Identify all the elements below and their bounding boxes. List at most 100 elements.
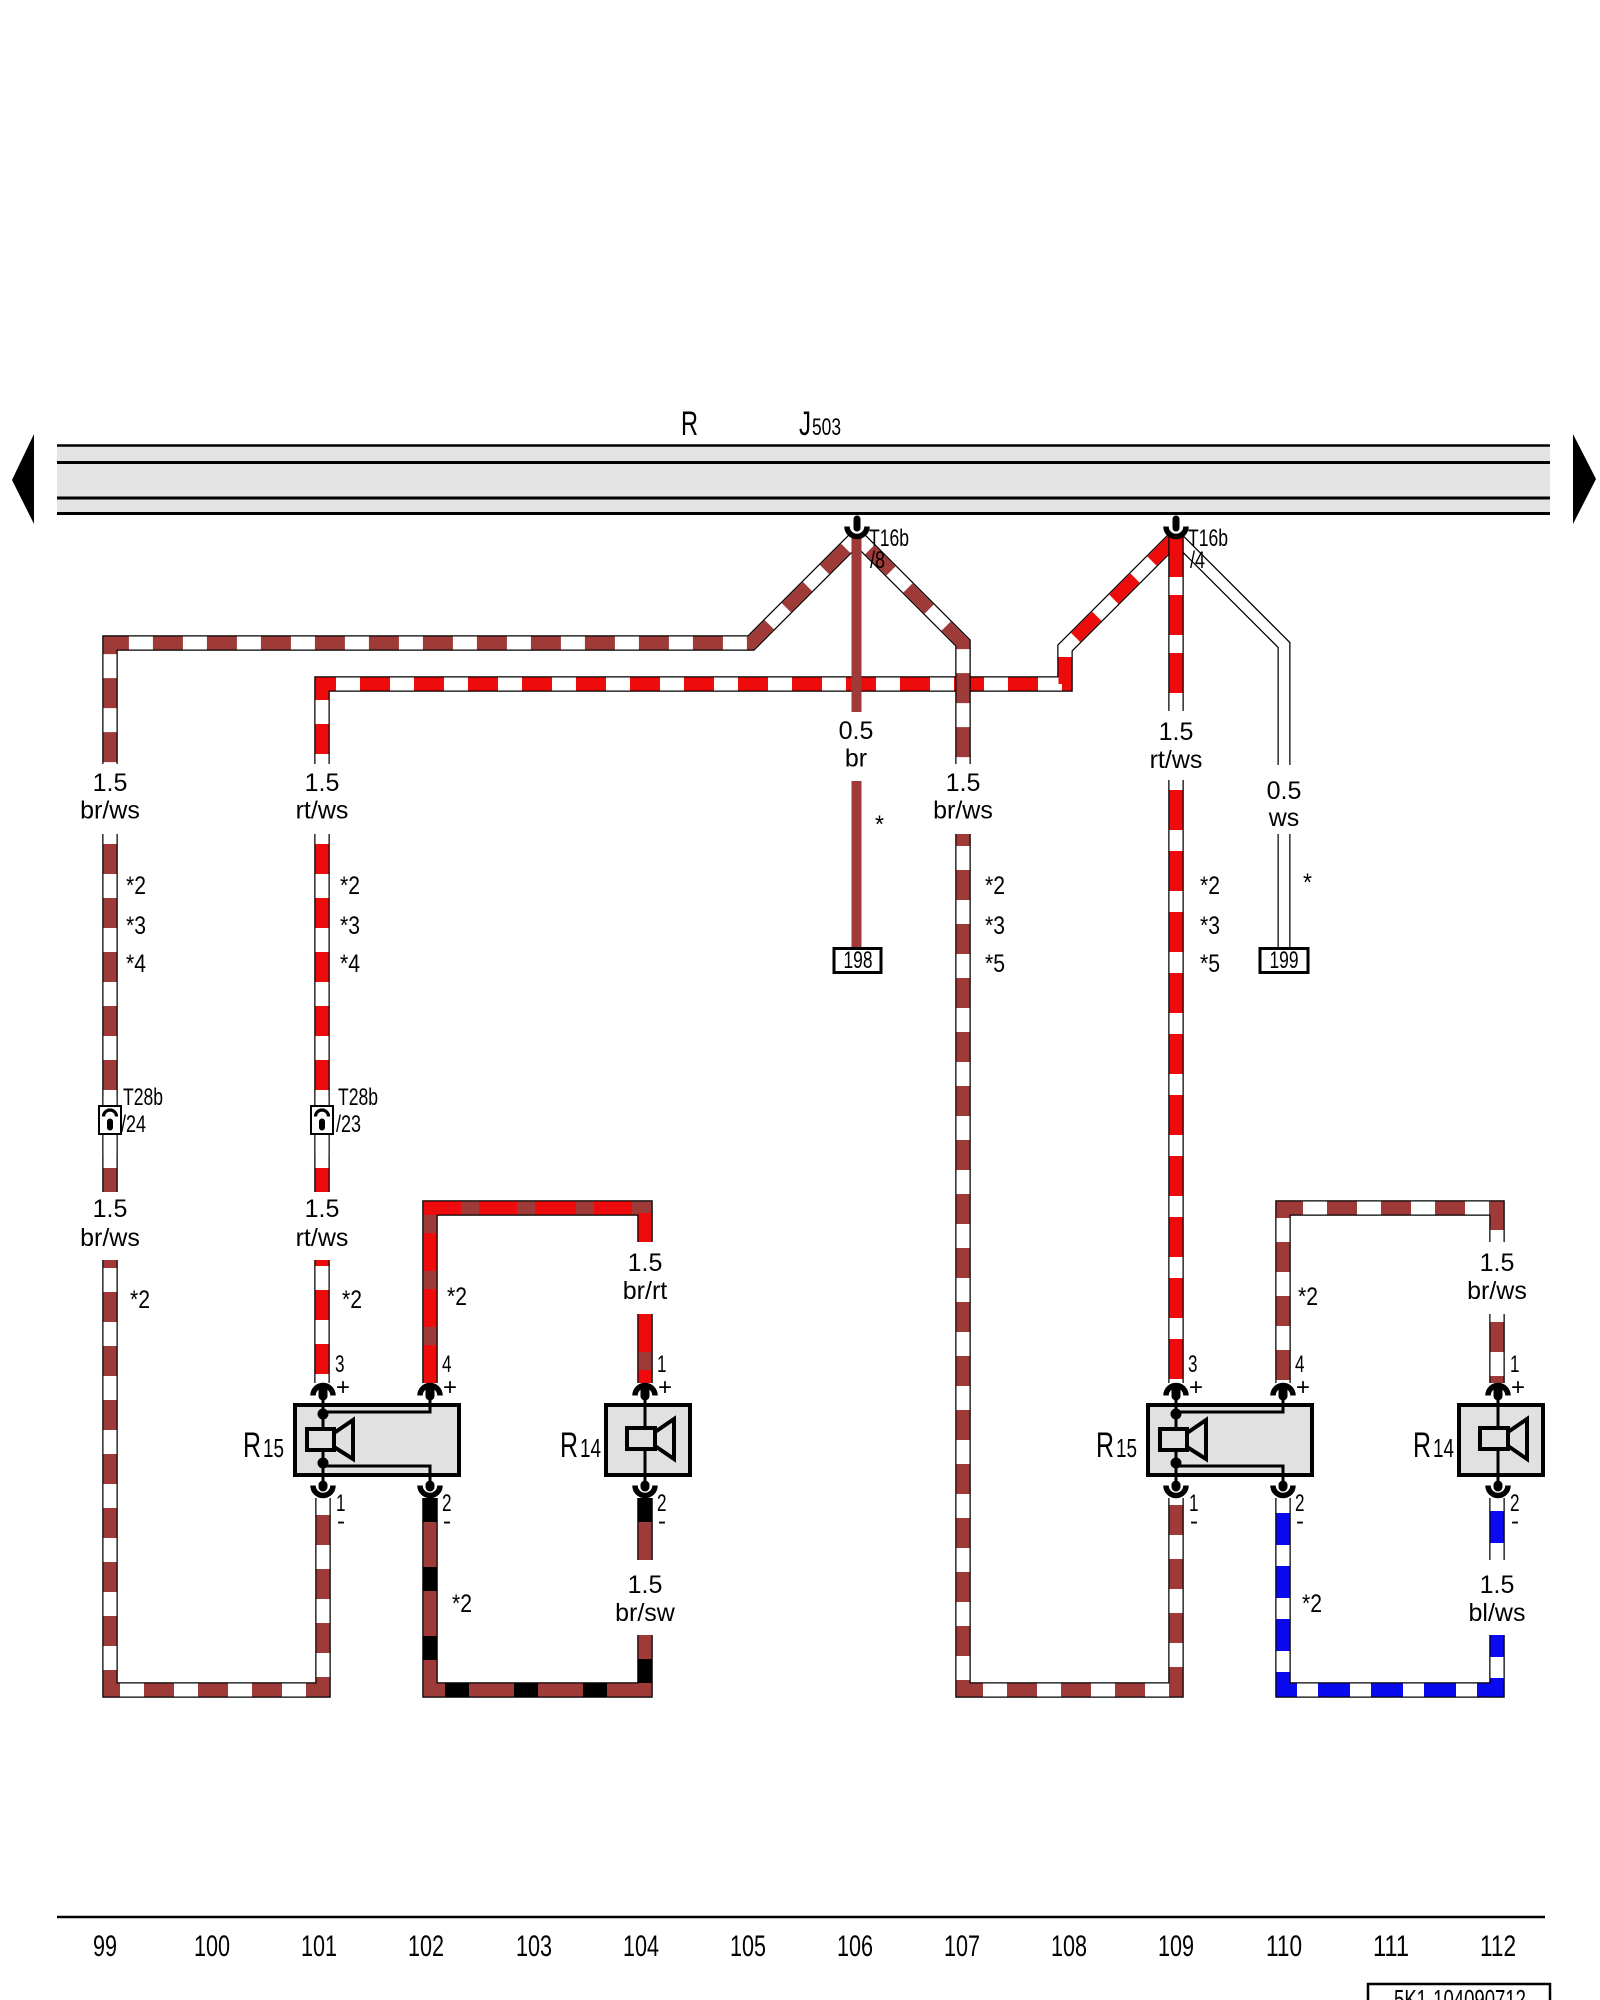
svg-text:1.5: 1.5 [628, 1571, 663, 1599]
svg-text:99: 99 [93, 1930, 117, 1963]
svg-text:199: 199 [1270, 947, 1299, 974]
svg-text:*2: *2 [130, 1286, 150, 1314]
svg-text:*2: *2 [126, 872, 146, 900]
svg-text:1.5: 1.5 [93, 1195, 128, 1223]
svg-text:2: 2 [1510, 1490, 1520, 1517]
svg-text:15: 15 [263, 1433, 284, 1463]
svg-text:1.5: 1.5 [305, 1195, 340, 1223]
svg-text:100: 100 [194, 1930, 230, 1963]
svg-text:ws: ws [1268, 804, 1300, 832]
svg-text:T28b: T28b [123, 1084, 163, 1111]
svg-text:+: + [443, 1374, 457, 1401]
svg-text:-: - [443, 1508, 451, 1535]
svg-text:107: 107 [944, 1930, 980, 1963]
svg-text:J: J [799, 405, 811, 443]
svg-text:*2: *2 [1298, 1283, 1318, 1311]
svg-text:1: 1 [1510, 1351, 1520, 1378]
svg-text:1.5: 1.5 [1159, 718, 1194, 746]
svg-text:/4: /4 [1190, 547, 1205, 574]
svg-text:R: R [1413, 1426, 1431, 1465]
svg-text:R: R [243, 1426, 261, 1465]
svg-text:*2: *2 [340, 872, 360, 900]
svg-text:-: - [1296, 1508, 1304, 1535]
svg-text:3: 3 [335, 1351, 345, 1378]
svg-text:/23: /23 [336, 1111, 361, 1138]
svg-text:*2: *2 [1200, 872, 1220, 900]
svg-text:108: 108 [1051, 1930, 1087, 1963]
svg-text:/8: /8 [870, 547, 885, 574]
svg-text:14: 14 [580, 1433, 601, 1463]
svg-text:bl/ws: bl/ws [1469, 1599, 1526, 1627]
svg-text:*2: *2 [342, 1286, 362, 1314]
svg-text:T16b: T16b [869, 525, 909, 552]
svg-text:+: + [1189, 1374, 1203, 1401]
svg-text:*3: *3 [340, 912, 360, 940]
svg-text:0.5: 0.5 [839, 717, 874, 745]
svg-text:106: 106 [837, 1930, 873, 1963]
svg-text:br/ws: br/ws [1467, 1277, 1527, 1305]
svg-text:br/rt: br/rt [623, 1277, 668, 1305]
svg-text:*2: *2 [452, 1590, 472, 1618]
svg-text:*2: *2 [985, 872, 1005, 900]
svg-text:4: 4 [1295, 1351, 1305, 1378]
svg-text:109: 109 [1158, 1930, 1194, 1963]
svg-text:2: 2 [442, 1490, 452, 1517]
svg-text:*4: *4 [126, 950, 146, 978]
svg-text:1: 1 [1189, 1490, 1199, 1517]
svg-text:R: R [1096, 1426, 1114, 1465]
svg-text:111: 111 [1373, 1930, 1409, 1963]
svg-text:R: R [681, 405, 698, 443]
svg-text:104: 104 [623, 1930, 659, 1963]
svg-text:*3: *3 [126, 912, 146, 940]
svg-text:-: - [658, 1508, 666, 1535]
svg-text:103: 103 [516, 1930, 552, 1963]
svg-text:*2: *2 [1302, 1590, 1322, 1618]
svg-text:*4: *4 [340, 950, 360, 978]
svg-text:-: - [337, 1508, 345, 1535]
svg-text:105: 105 [730, 1930, 766, 1963]
svg-text:+: + [1511, 1374, 1525, 1401]
svg-text:503: 503 [812, 414, 841, 441]
svg-text:1: 1 [336, 1490, 346, 1517]
svg-text:+: + [658, 1374, 672, 1401]
svg-text:102: 102 [408, 1930, 444, 1963]
svg-text:2: 2 [657, 1490, 667, 1517]
svg-text:1.5: 1.5 [93, 769, 128, 797]
svg-text:1.5: 1.5 [628, 1249, 663, 1277]
svg-text:198: 198 [844, 947, 873, 974]
svg-text:+: + [1296, 1374, 1310, 1401]
svg-text:T28b: T28b [338, 1084, 378, 1111]
svg-text:rt/ws: rt/ws [296, 1224, 349, 1252]
svg-text:*5: *5 [985, 950, 1005, 978]
svg-text:br/ws: br/ws [80, 1224, 140, 1252]
svg-text:1.5: 1.5 [1480, 1571, 1515, 1599]
svg-text:112: 112 [1480, 1930, 1516, 1963]
svg-text:*5: *5 [1200, 950, 1220, 978]
svg-text:*3: *3 [1200, 912, 1220, 940]
svg-text:5K1-104090712: 5K1-104090712 [1394, 1984, 1526, 2000]
svg-text:15: 15 [1116, 1433, 1137, 1463]
svg-text:1: 1 [657, 1351, 667, 1378]
svg-text:2: 2 [1295, 1490, 1305, 1517]
svg-text:101: 101 [301, 1930, 337, 1963]
svg-text:110: 110 [1266, 1930, 1302, 1963]
svg-text:br: br [845, 745, 867, 773]
svg-text:1.5: 1.5 [1480, 1249, 1515, 1277]
svg-text:+: + [336, 1374, 350, 1401]
svg-text:*: * [875, 811, 884, 839]
svg-text:br/ws: br/ws [80, 797, 140, 825]
svg-text:rt/ws: rt/ws [1150, 746, 1203, 774]
svg-text:0.5: 0.5 [1267, 777, 1302, 805]
svg-text:*2: *2 [447, 1283, 467, 1311]
svg-text:3: 3 [1188, 1351, 1198, 1378]
svg-text:R: R [560, 1426, 578, 1465]
svg-text:br/sw: br/sw [615, 1599, 676, 1627]
svg-text:1.5: 1.5 [305, 769, 340, 797]
svg-text:br/ws: br/ws [933, 797, 993, 825]
svg-text:14: 14 [1433, 1433, 1454, 1463]
svg-text:4: 4 [442, 1351, 452, 1378]
svg-text:T16b: T16b [1188, 525, 1228, 552]
svg-text:-: - [1511, 1508, 1519, 1535]
svg-text:-: - [1190, 1508, 1198, 1535]
svg-text:1.5: 1.5 [946, 769, 981, 797]
